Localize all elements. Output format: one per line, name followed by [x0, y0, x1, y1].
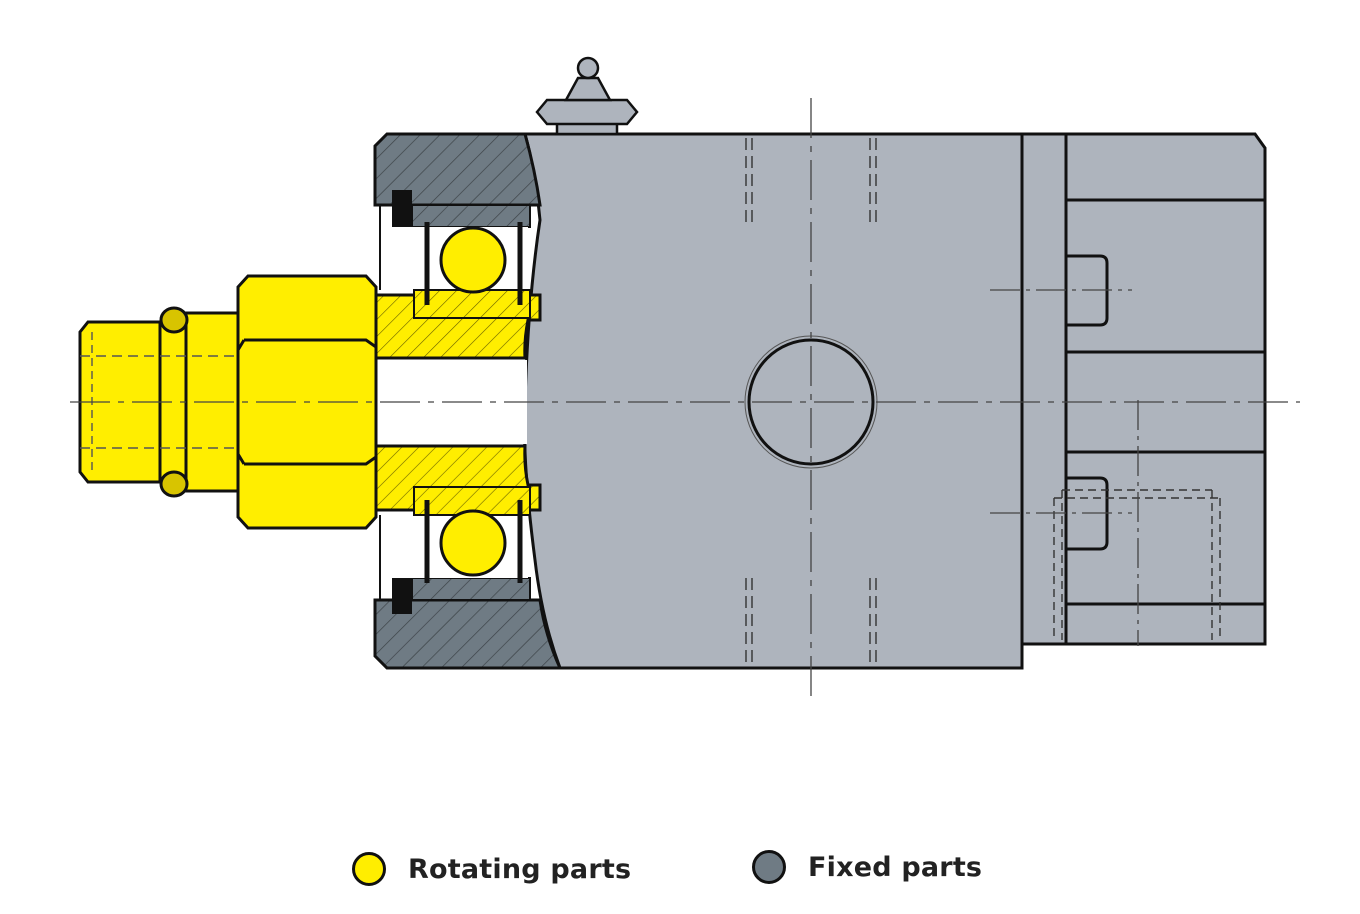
- ball-bearing-bottom: [424, 500, 523, 583]
- legend-item-fixed: Fixed parts: [752, 850, 982, 884]
- legend: Rotating parts Fixed parts: [0, 850, 1360, 900]
- housing-body: [522, 132, 1267, 670]
- legend-label-rotating: Rotating parts: [408, 853, 632, 885]
- grease-nipple: [535, 56, 639, 136]
- ball-bearing-top: [424, 222, 523, 305]
- rotating-shaft: [373, 289, 542, 516]
- rotating-swatch-icon: [352, 852, 386, 886]
- center-lines: [70, 98, 1300, 700]
- legend-label-fixed: Fixed parts: [808, 851, 983, 883]
- legend-item-rotating: Rotating parts: [352, 852, 631, 886]
- fixed-housing-section: [373, 132, 563, 670]
- fixed-swatch-icon: [752, 850, 786, 884]
- hidden-lines: [745, 138, 1221, 666]
